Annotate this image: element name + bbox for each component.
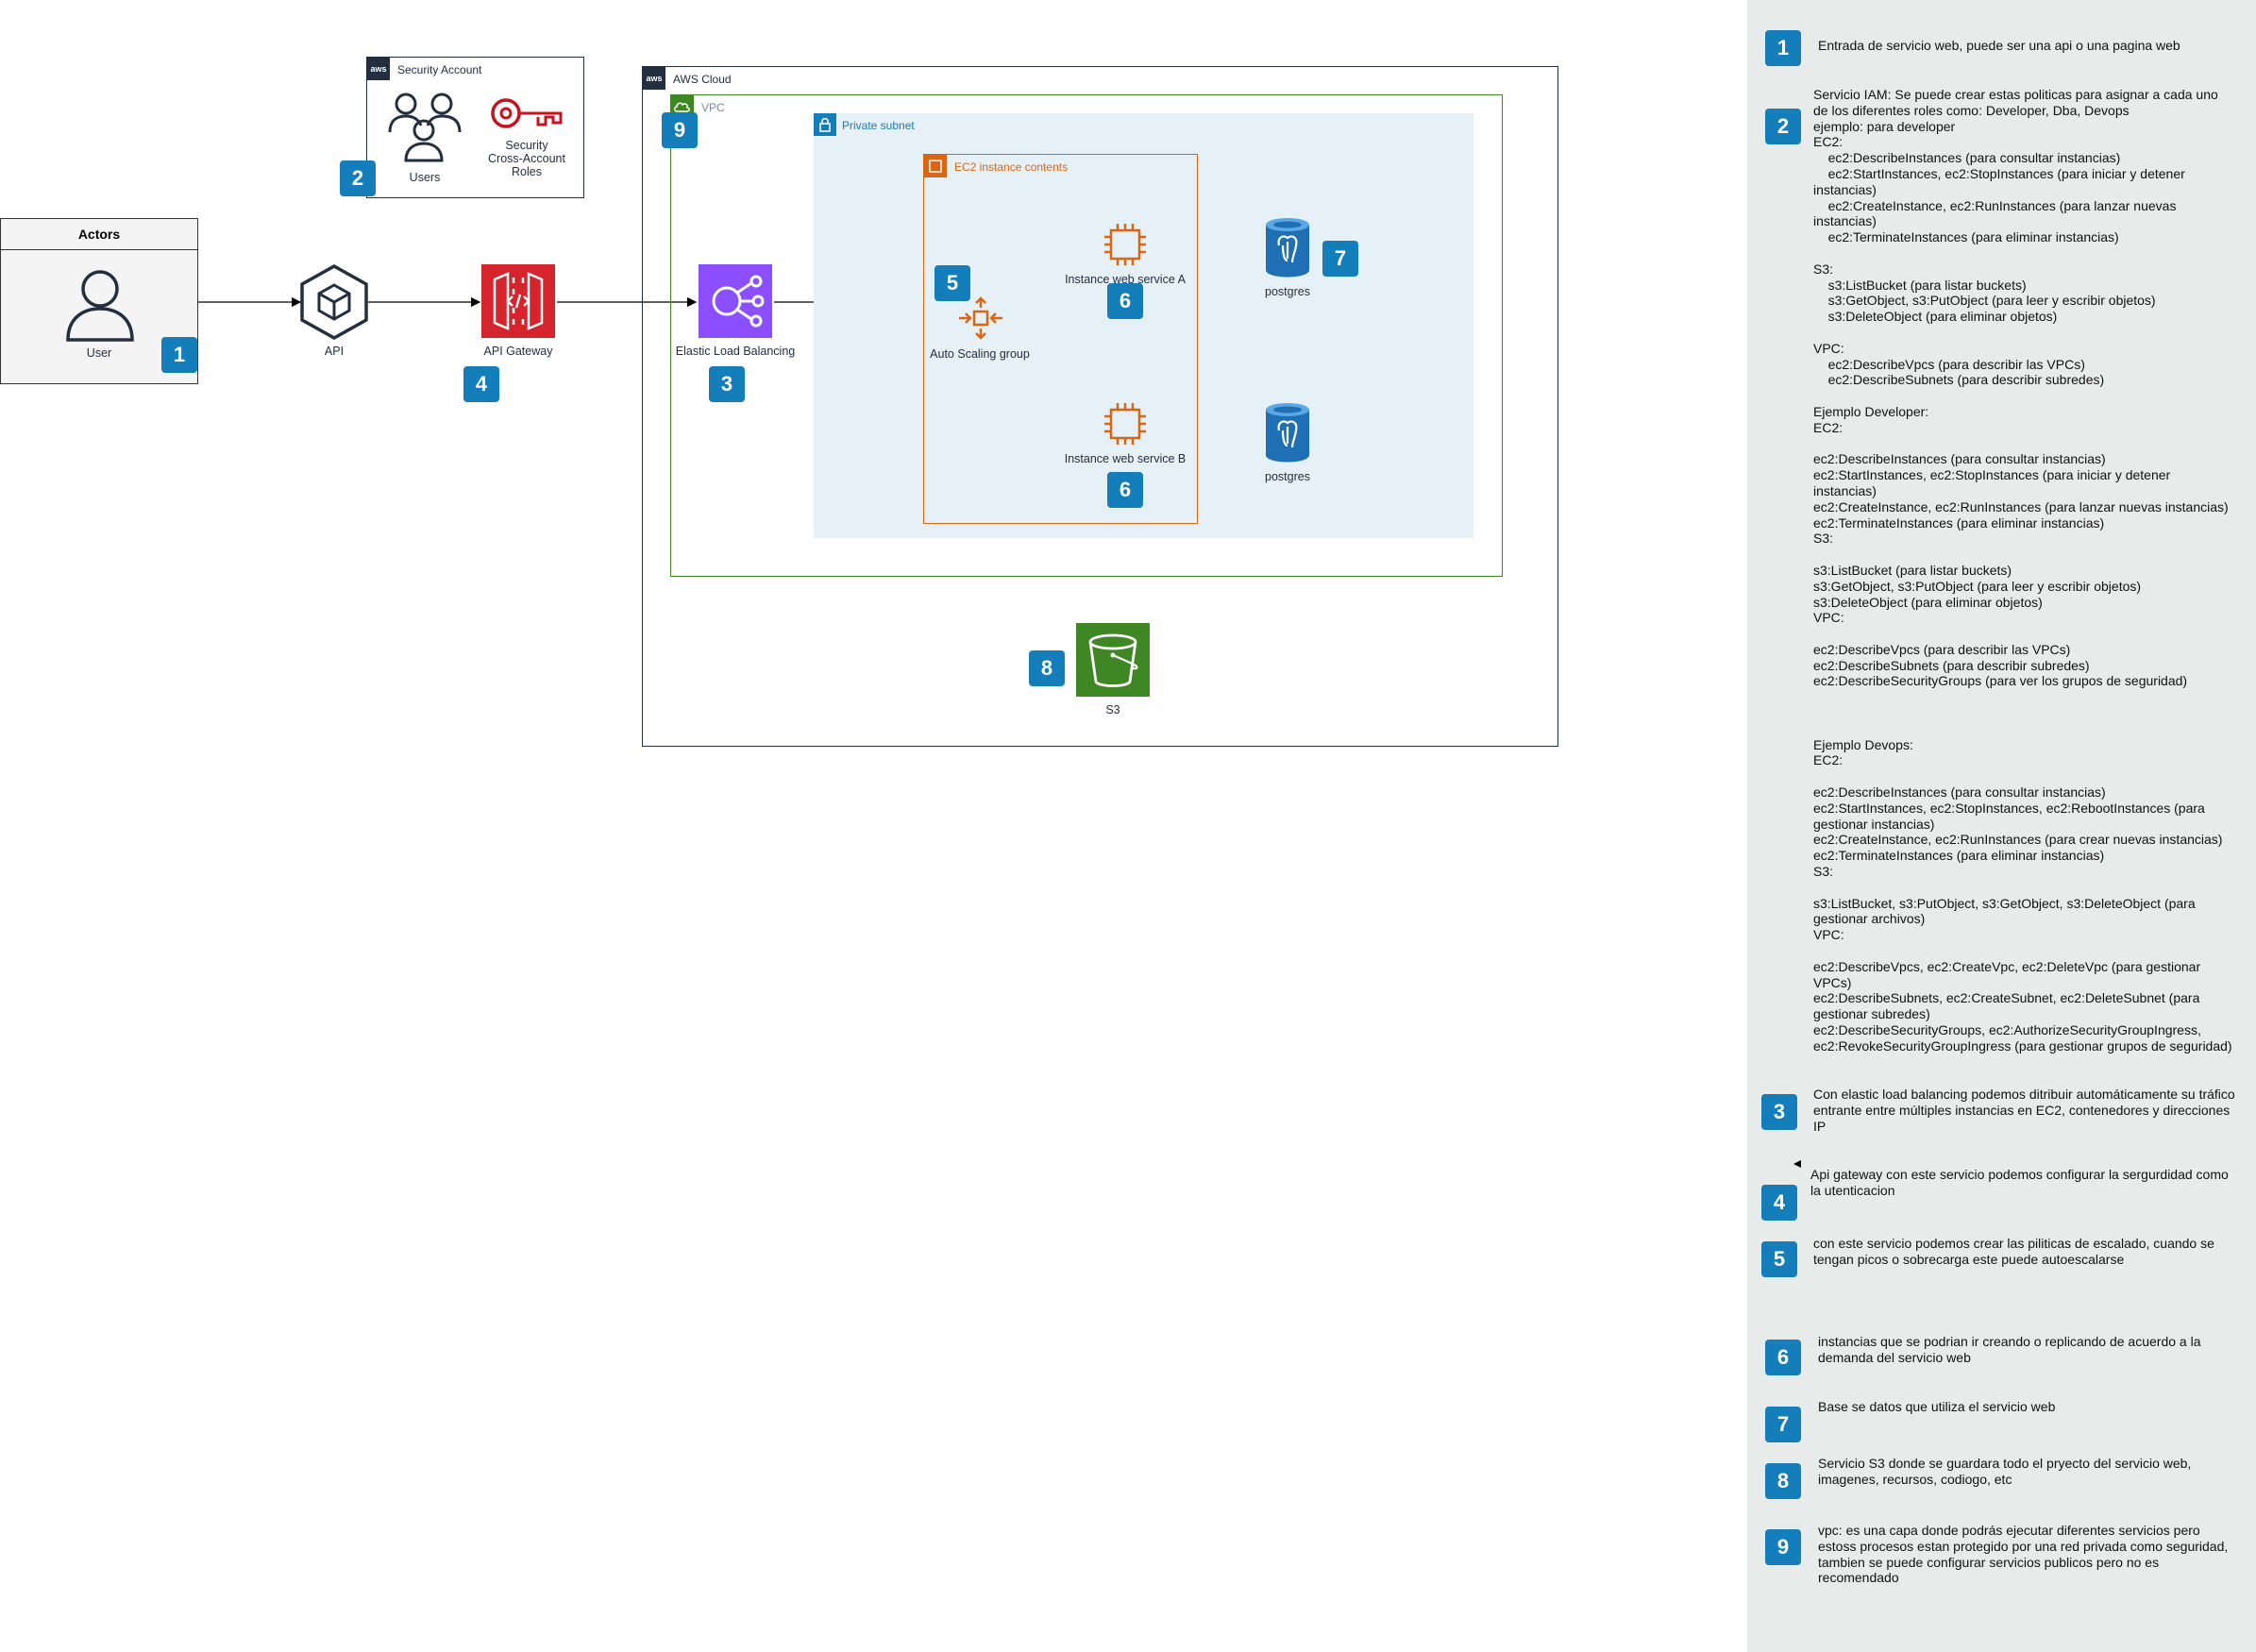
badge-4: 4 — [463, 366, 499, 402]
note-badge-5: 5 — [1761, 1241, 1797, 1277]
note-5: con este servicio podemos crear las pili… — [1813, 1236, 2214, 1267]
note-8: Servicio S3 donde se guardara todo el pr… — [1818, 1456, 2192, 1487]
auto-scaling-icon — [959, 296, 1002, 340]
note-badge-6: 6 — [1765, 1340, 1801, 1375]
security-account-group: aws Security Account — [366, 57, 584, 198]
private-subnet-title: Private subnet — [842, 119, 915, 132]
note-arrow-icon — [1793, 1160, 1801, 1168]
note-badge-2: 2 — [1765, 109, 1801, 144]
note-9: vpc: es una capa donde podrás ejecutar d… — [1818, 1523, 2229, 1586]
badge-8: 8 — [1029, 650, 1065, 686]
badge-1: 1 — [161, 337, 197, 373]
badge-6b: 6 — [1107, 472, 1143, 508]
note-badge-9: 9 — [1765, 1529, 1801, 1565]
lock-icon — [814, 113, 836, 136]
note-4: Api gateway con este servicio podemos co… — [1810, 1167, 2229, 1198]
note-badge-8: 8 — [1765, 1463, 1801, 1499]
badge-6a: 6 — [1107, 283, 1143, 319]
note-7: Base se datos que utiliza el servicio we… — [1818, 1399, 2056, 1414]
ec2-instance-contents-group: EC2 instance contents — [923, 154, 1198, 524]
actors-header: Actors — [1, 219, 197, 250]
s3-icon — [1076, 623, 1150, 697]
instance-b-label: Instance web service B — [1064, 452, 1187, 465]
postgres-b-icon — [1266, 403, 1309, 463]
badge-7: 7 — [1322, 241, 1358, 277]
note-badge-3: 3 — [1761, 1094, 1797, 1130]
user-label: User — [86, 346, 112, 360]
elastic-load-balancing-label: Elastic Load Balancing — [675, 345, 796, 358]
user-icon — [66, 270, 134, 342]
note-6: instancias que se podrian ir creando o r… — [1818, 1334, 2201, 1365]
aws-cloud-title: AWS Cloud — [673, 73, 732, 86]
auto-scaling-label: Auto Scaling group — [930, 347, 1030, 361]
notes-panel — [1747, 0, 2256, 1652]
ec2-instance-a-icon — [1104, 224, 1146, 265]
badge-9: 9 — [662, 112, 698, 148]
instance-a-label: Instance web service A — [1065, 273, 1186, 286]
aws-cloud-group: aws AWS Cloud — [642, 66, 1558, 747]
postgres-a-label: postgres — [1265, 285, 1310, 298]
aws-cloud-logo-icon: aws — [643, 67, 665, 90]
ec2-instance-b-icon — [1104, 403, 1146, 445]
badge-3: 3 — [709, 366, 745, 402]
api-gateway-label: API Gateway — [483, 345, 553, 358]
s3-label: S3 — [1105, 703, 1120, 716]
note-badge-7: 7 — [1765, 1407, 1801, 1442]
postgres-b-label: postgres — [1265, 470, 1310, 483]
security-roles-label: Security Cross-Account Roles — [488, 139, 565, 178]
api-icon — [300, 264, 368, 340]
users-label: Users — [409, 171, 441, 184]
elastic-load-balancing-icon — [699, 264, 772, 338]
note-3: Con elastic load balancing podemos ditri… — [1813, 1087, 2235, 1134]
security-account-title: Security Account — [397, 63, 482, 76]
ec2-contents-icon — [924, 155, 947, 177]
security-key-icon — [491, 98, 563, 128]
api-gateway-icon — [481, 264, 555, 338]
badge-2: 2 — [340, 160, 376, 196]
ec2-contents-title: EC2 instance contents — [954, 160, 1069, 174]
api-label: API — [324, 345, 345, 358]
users-icon — [388, 93, 462, 162]
badge-5: 5 — [934, 265, 970, 301]
note-badge-4: 4 — [1761, 1185, 1797, 1221]
note-2: Servicio IAM: Se puede crear estas polit… — [1813, 87, 2232, 1054]
note-1: Entrada de servicio web, puede ser una a… — [1818, 38, 2180, 53]
note-badge-1: 1 — [1765, 30, 1801, 66]
vpc-title: VPC — [701, 101, 725, 114]
aws-logo-icon: aws — [367, 58, 390, 80]
postgres-a-icon — [1266, 218, 1309, 278]
